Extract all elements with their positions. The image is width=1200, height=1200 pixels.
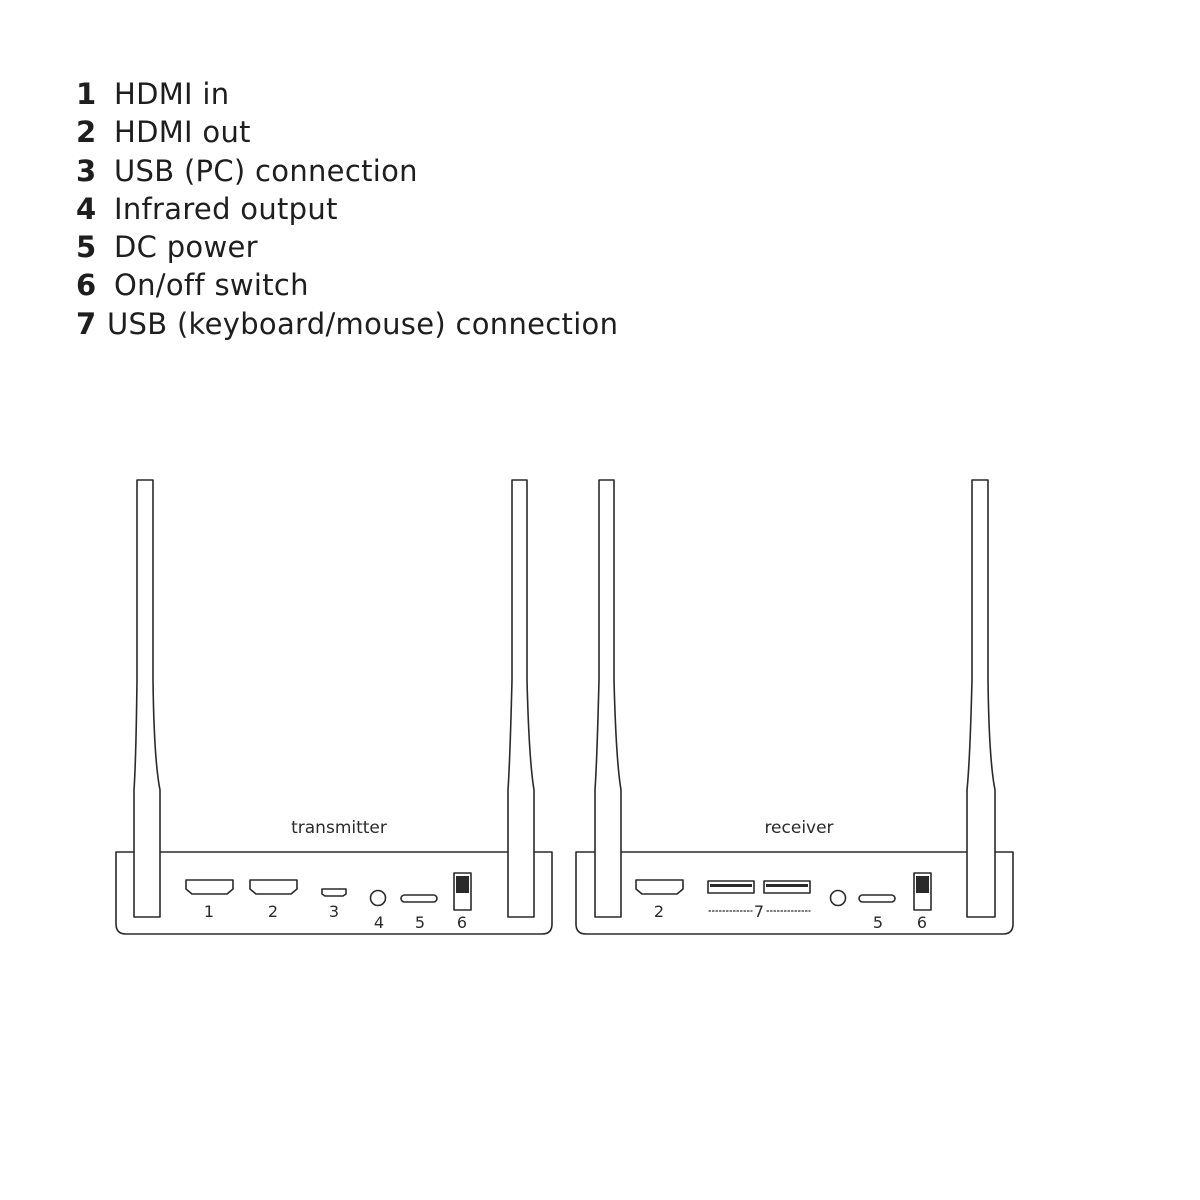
transmitter-label: transmitter [291, 818, 387, 838]
legend-text: USB (PC) connection [114, 153, 418, 188]
legend-item-infrared: 4 Infrared output [76, 190, 618, 228]
receiver-body [575, 851, 1014, 935]
port-number-label: 5 [873, 913, 883, 932]
usb-keyboard-port-2 [763, 880, 811, 894]
legend-number: 5 [76, 230, 97, 265]
receiver-antenna-right [966, 479, 996, 918]
port-number-label: 4 [374, 913, 384, 932]
legend-number: 6 [76, 268, 97, 303]
receiver-label: receiver [764, 818, 833, 838]
legend-text: HDMI out [114, 115, 251, 150]
usb-pc-port [321, 888, 347, 897]
transmitter-body [115, 851, 553, 935]
legend-item-usb-keyboard-mouse: 7 USB (keyboard/mouse) connection [76, 305, 618, 343]
legend-item-usb-pc: 3 USB (PC) connection [76, 152, 618, 190]
receiver-hdmi-out-port [635, 879, 684, 895]
legend-number: 2 [76, 115, 97, 150]
legend-number: 7 [76, 306, 97, 341]
port-number-label: 7 [754, 902, 764, 921]
legend-item-dc-power: 5 DC power [76, 228, 618, 266]
legend-text: USB (keyboard/mouse) connection [107, 306, 619, 341]
receiver-unit [575, 479, 1014, 935]
port-number-label: 6 [457, 913, 467, 932]
legend-text: HDMI in [114, 77, 230, 111]
transmitter-unit [115, 479, 553, 935]
legend-item-hdmi-out: 2 HDMI out [76, 113, 618, 151]
legend-text: DC power [114, 230, 258, 265]
legend-number: 1 [76, 77, 97, 111]
legend-item-hdmi-in: 1 HDMI in [76, 75, 618, 113]
receiver-on-off-switch [913, 872, 932, 911]
receiver-dc-power-port [858, 894, 896, 903]
port-number-label: 2 [268, 902, 278, 921]
receiver-antenna-left [594, 479, 622, 918]
infrared-output-port [369, 889, 387, 907]
legend-item-switch: 6 On/off switch [76, 266, 618, 304]
legend-number: 4 [76, 191, 97, 226]
port-number-label: 6 [917, 913, 927, 932]
usb-keyboard-port-1 [707, 880, 755, 894]
port-number-label: 2 [654, 902, 664, 921]
on-off-switch [453, 872, 472, 911]
hdmi-in-port [185, 879, 234, 895]
dc-power-port [400, 894, 438, 903]
hdmi-out-port [249, 879, 298, 895]
legend-text: On/off switch [114, 268, 309, 303]
legend-text: Infrared output [114, 191, 338, 226]
port-number-label: 3 [329, 902, 339, 921]
transmitter-antenna-left [133, 479, 161, 918]
port-number-label: 1 [204, 902, 214, 921]
receiver-infrared-port [829, 889, 847, 907]
port-number-label: 5 [415, 913, 425, 932]
transmitter-antenna-right [507, 479, 535, 918]
legend-number: 3 [76, 153, 97, 188]
